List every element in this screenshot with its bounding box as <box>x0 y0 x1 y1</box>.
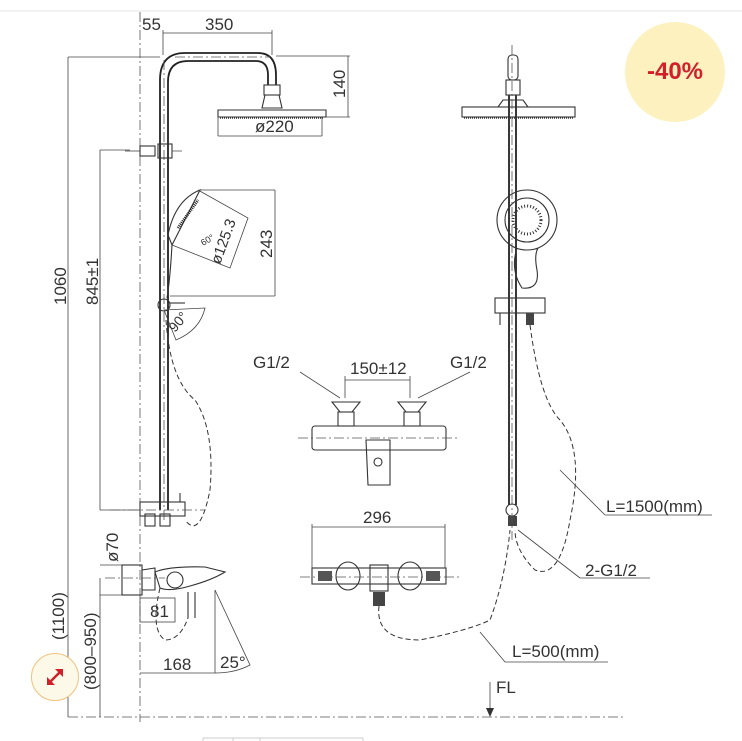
dim-220: ø220 <box>255 117 294 136</box>
dim-81: 81 <box>150 602 169 621</box>
dim-1100: (1100) <box>49 592 68 640</box>
label-l1500: L=1500(mm) <box>606 497 703 516</box>
dim-55: 55 <box>142 15 161 34</box>
riser-pipe-side <box>159 52 277 520</box>
dim-296: 296 <box>363 508 391 527</box>
shower-column-front <box>461 45 577 572</box>
discount-badge: -40% <box>625 22 725 122</box>
label-fl: FL <box>496 678 516 697</box>
mixer-side: ø70 81 168 25° (1100) (800–950) <box>49 493 251 717</box>
hand-shower-hose <box>165 319 212 527</box>
angle-25: 25° <box>220 653 246 672</box>
expand-image-button[interactable] <box>31 653 79 701</box>
wall-bracket <box>125 143 185 159</box>
dim-243: 243 <box>257 230 276 258</box>
diverter-side: 90° <box>157 298 206 341</box>
angle-90: 90° <box>165 308 191 335</box>
hand-shower-side: ø125.3 60° 243 <box>166 188 276 299</box>
dim-140: 140 <box>330 70 349 98</box>
dim-70: ø70 <box>103 533 122 562</box>
label-g12-right: G1/2 <box>450 353 487 372</box>
dim-845: 845±1 <box>83 258 102 305</box>
expand-arrows-icon <box>47 669 63 685</box>
dim-168: 168 <box>163 655 191 674</box>
mixer-connections-front: G1/2 G1/2 150±12 <box>253 353 487 486</box>
dim-800-950: (800–950) <box>81 612 100 690</box>
mixer-bottom-view: 296 <box>300 508 511 641</box>
overhead-shower-side <box>217 84 327 119</box>
dim-1060: 1060 <box>51 267 70 305</box>
dim-150: 150±12 <box>350 359 407 378</box>
dim-350: 350 <box>205 15 233 34</box>
label-2-g12: 2-G1/2 <box>585 561 637 580</box>
label-l500: L=500(mm) <box>512 642 599 661</box>
label-g12-left: G1/2 <box>253 353 290 372</box>
